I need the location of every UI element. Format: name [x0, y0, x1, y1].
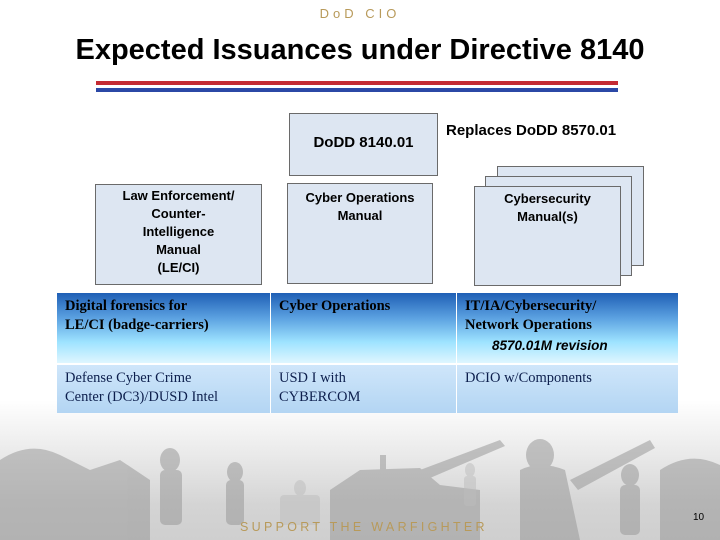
cell-line: Center (DC3)/DUSD Intel — [65, 389, 219, 405]
background-photo — [0, 400, 720, 540]
page-number: 10 — [693, 512, 705, 523]
cell-line: Network Operations — [465, 317, 592, 333]
table-cell: DCIO w/Components — [457, 365, 678, 413]
footer-tagline: SUPPORT THE WARFIGHTER — [240, 520, 488, 534]
cell-line: Cyber Operations — [279, 298, 391, 314]
manual-box-cybersecurity: Cybersecurity Manual(s) — [474, 186, 621, 286]
cell-line: Digital forensics for — [65, 298, 188, 314]
manual-line: Cyber Operations — [305, 190, 415, 205]
replaces-note: Replaces DoDD 8570.01 — [446, 122, 617, 139]
manual-line: Manual — [337, 208, 383, 223]
manual-line: Law Enforcement/ — [122, 188, 235, 203]
manual-line: Manual(s) — [517, 209, 578, 224]
revision-note: 8570.01M revision — [492, 338, 608, 353]
cell-line: Defense Cyber Crime — [65, 370, 192, 386]
manual-line: Manual — [156, 242, 201, 257]
title-rule-blue — [96, 88, 618, 92]
table-header-cell: Digital forensics for LE/CI (badge-carri… — [57, 293, 271, 363]
manual-line: Intelligence — [142, 224, 215, 239]
manual-box-le-ci: Law Enforcement/ Counter- Intelligence M… — [95, 184, 262, 285]
slide-title: Expected Issuances under Directive 8140 — [75, 34, 645, 66]
manual-line: Cybersecurity — [504, 191, 591, 206]
manual-line: (LE/CI) — [157, 260, 200, 275]
title-rule-red — [96, 81, 618, 85]
cell-line: IT/IA/Cybersecurity/ — [465, 298, 597, 314]
table-header-cell: Cyber Operations — [271, 293, 457, 363]
cell-line: USD I with — [279, 370, 346, 386]
cell-line: CYBERCOM — [279, 389, 361, 405]
cell-line: LE/CI (badge-carriers) — [65, 317, 209, 333]
table-cell: Defense Cyber Crime Center (DC3)/DUSD In… — [57, 365, 271, 413]
soldiers-silhouette-image — [0, 439, 720, 540]
table-cell: USD I with CYBERCOM — [271, 365, 457, 413]
cell-line: DCIO w/Components — [465, 370, 592, 386]
manual-line: Counter- — [151, 206, 206, 221]
table-header-cell: IT/IA/Cybersecurity/ Network Operations … — [457, 293, 678, 363]
org-header-label: DoD CIO — [319, 6, 401, 21]
directive-box: DoDD 8140.01 — [289, 113, 438, 176]
manual-box-cyber-operations: Cyber Operations Manual — [287, 183, 433, 284]
